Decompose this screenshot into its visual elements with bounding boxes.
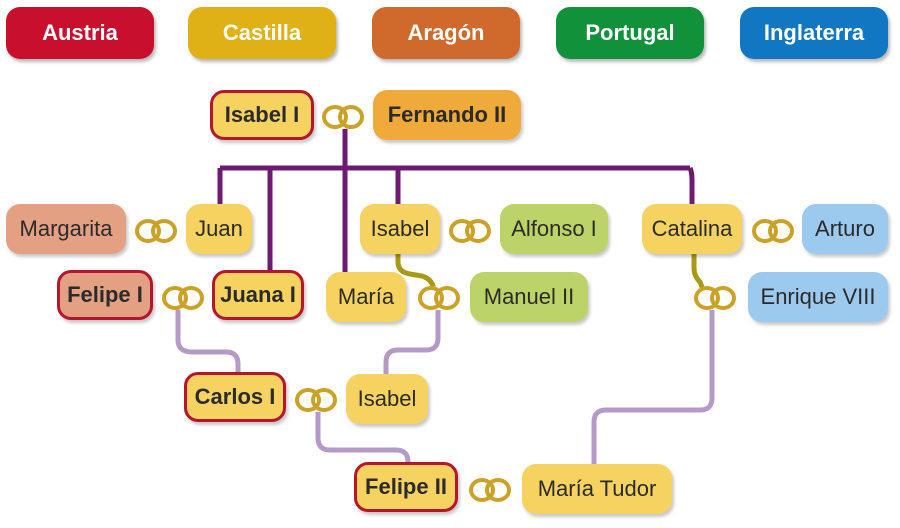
person-felipe-ii: Felipe II [354, 462, 458, 512]
person-enrique-viii: Enrique VIII [748, 272, 888, 322]
person-arturo: Arturo [802, 204, 888, 254]
person-margarita: Margarita [6, 204, 126, 254]
person-maria-tudor: María Tudor [522, 464, 672, 514]
person-isabel-portugal: Isabel [346, 374, 428, 424]
descent-line-main [217, 115, 695, 272]
legend-portugal: Portugal [556, 7, 704, 59]
person-fernando-ii: Fernando II [373, 90, 521, 140]
legend-inglaterra: Inglaterra [740, 7, 888, 59]
person-maria: María [326, 272, 406, 322]
person-catalina: Catalina [642, 204, 742, 254]
legend-austria: Austria [6, 7, 154, 59]
person-manuel-ii: Manuel II [470, 272, 588, 322]
link-catalina-enrique [691, 250, 707, 293]
legend-aragon: Aragón [372, 7, 520, 59]
person-alfonso-i: Alfonso I [500, 204, 608, 254]
link-manuel-maria-to-isabel [383, 308, 441, 376]
link-isabel-manuel [395, 250, 437, 293]
link-enrique-to-maria-tudor [591, 310, 715, 464]
link-felipe-juana-to-carlos [175, 308, 241, 378]
person-isabel: Isabel [360, 204, 440, 254]
person-juana-i: Juana I [212, 270, 304, 320]
person-carlos-i: Carlos I [184, 372, 286, 422]
person-isabel-i: Isabel I [210, 90, 314, 140]
link-carlos-isabel-to-felipe [315, 410, 411, 463]
person-felipe-i: Felipe I [57, 270, 153, 320]
person-juan: Juan [186, 204, 252, 254]
legend-castilla: Castilla [188, 7, 336, 59]
